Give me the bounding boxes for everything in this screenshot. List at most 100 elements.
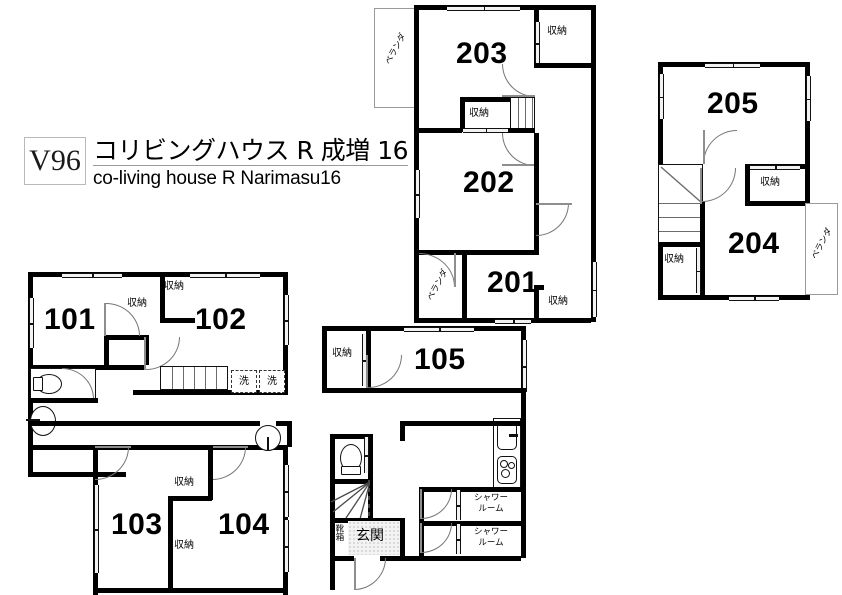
room-number-202: 202 [463, 166, 515, 199]
washer-space-2: 洗 [259, 370, 285, 393]
wall-storage-201-left [534, 285, 539, 322]
shower-room-1-label: シャワー ルーム [466, 493, 516, 515]
door-201-corridor [536, 203, 569, 236]
entrance-floor-hatch [348, 521, 400, 555]
wall-corridor-1f-top [28, 421, 260, 426]
wall-alcove-bottom [28, 472, 126, 477]
room-number-104: 104 [218, 508, 270, 541]
shower-room-1-line2: ルーム [478, 504, 504, 514]
wall-entrance-right [368, 434, 373, 541]
room-number-205: 205 [707, 87, 759, 120]
washbasin-faucet-2 [267, 437, 270, 451]
wall-2f-right [591, 5, 596, 322]
title-divider [93, 165, 409, 166]
window-104-right-upper [284, 465, 289, 517]
property-name-jp: コリビングハウス R 成増 16 [93, 136, 409, 165]
wall-closet-101-bottom [104, 335, 144, 340]
wall-storage-104-top [168, 496, 212, 501]
room-number-203: 203 [456, 37, 508, 70]
wall-202-bottom-left [414, 250, 466, 255]
door-leaf-101 [104, 303, 107, 336]
wall-1f-top [28, 272, 288, 277]
room-number-103: 103 [111, 508, 163, 541]
wall-storage-mid-top [460, 97, 535, 102]
room-number-204: 204 [728, 227, 780, 260]
door-shower-1 [421, 489, 452, 519]
door-202 [502, 133, 535, 166]
stairs-edge-dashed [368, 480, 370, 518]
room-number-105: 105 [414, 343, 466, 376]
wall-veranda-202-left [414, 250, 419, 322]
veranda-204 [805, 203, 838, 295]
closet-door-mid [463, 128, 508, 133]
wall-shower-1-top [419, 487, 521, 492]
window-205-top [705, 63, 760, 68]
wall-103-104-top [93, 445, 288, 450]
storage-label-103: 収納 [174, 477, 194, 488]
wall-toilet-centre-bottom [330, 479, 370, 484]
window-102-top [190, 273, 260, 278]
window-201-bottom [495, 319, 531, 324]
wall-centre-right-lower [521, 388, 526, 558]
washer-space-1: 洗 [231, 370, 257, 393]
wall-202-bottom [466, 250, 534, 255]
wall-entrance-left [330, 434, 335, 590]
window-103-left [94, 485, 99, 573]
door-leaf-201-corridor [536, 203, 572, 206]
window-101-left [29, 298, 34, 348]
window-102-right [284, 295, 289, 345]
shower-2-partition [456, 524, 461, 554]
closet-door-203a [535, 22, 540, 64]
door-leaf-202 [502, 164, 535, 167]
veranda-203 [374, 8, 418, 108]
wall-corridor-1f-top-right [276, 421, 290, 426]
door-105 [368, 355, 402, 388]
window-204-bottom [729, 296, 779, 301]
wall-alcove-left [28, 445, 33, 475]
wall-2f-bottom-right [534, 318, 591, 323]
stairs-right-block [658, 164, 703, 244]
closet-door-204a [750, 165, 800, 170]
door-leaf-105 [366, 355, 369, 388]
wall-corridor-1f-right [287, 421, 292, 447]
storage-label-102: 収納 [164, 281, 184, 292]
storage-label-204a: 収納 [760, 177, 780, 188]
storage-label-101: 収納 [127, 298, 147, 309]
wall-shower-bottom [402, 556, 521, 561]
door-leaf-104 [212, 446, 248, 449]
door-leaf-entrance [354, 558, 357, 590]
door-leaf-205 [703, 130, 706, 164]
storage-label-203-upper: 収納 [547, 26, 567, 37]
closet-door-204b [696, 248, 701, 293]
wall-105-left [322, 326, 327, 391]
kitchen-faucet-icon [509, 434, 518, 437]
wall-102-bottom [133, 390, 288, 395]
door-leaf-shower-2 [420, 523, 423, 553]
wall-entrance-top [330, 434, 372, 439]
wall-storage-204a-bottom [745, 201, 805, 206]
stove-burner-2 [508, 462, 515, 469]
wall-202-right [534, 133, 539, 255]
door-204 [702, 168, 736, 202]
wall-storage-103-right [208, 445, 213, 500]
wall-toilet-bottom [28, 398, 98, 403]
wall-genkan-top [330, 518, 402, 523]
wall-105-bottom [322, 388, 526, 393]
wall-storage-104-left [168, 496, 173, 588]
wall-204-left [700, 201, 705, 298]
window-205-right [806, 76, 811, 121]
window-2f-right [592, 262, 597, 317]
shower-room-2-label: シャワー ルーム [466, 527, 516, 549]
wall-genkan-bottom-left [330, 556, 354, 561]
wall-storage-204a-left [745, 164, 750, 204]
door-shower-2 [421, 523, 452, 553]
door-leaf-103 [95, 446, 131, 449]
storage-label-204b: 収納 [664, 254, 684, 265]
wall-202-top-right [508, 128, 535, 133]
toilet-tank-icon-2 [341, 466, 361, 475]
shower-room-1-line1: シャワー [473, 493, 508, 503]
wall-centre-corridor-top [400, 421, 522, 426]
wall-205-right [805, 62, 810, 206]
stove-burner-3 [501, 469, 510, 478]
